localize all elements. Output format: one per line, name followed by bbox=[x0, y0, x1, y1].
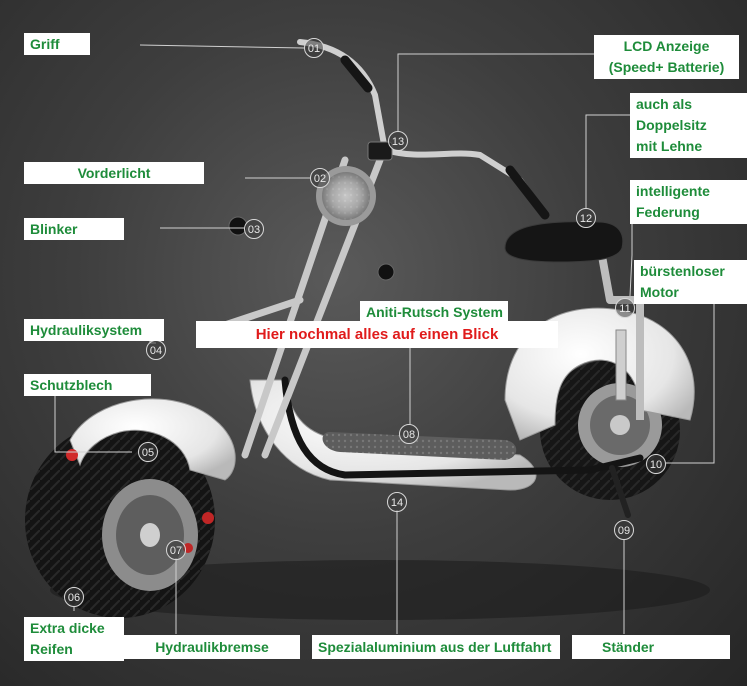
marker-10: 10 bbox=[646, 454, 666, 474]
front-fender bbox=[69, 398, 236, 481]
label-vorderlicht: Vorderlicht bbox=[24, 162, 204, 184]
label-lcd-line1: LCD Anzeige bbox=[623, 38, 710, 54]
label-anti-rutsch: Aniti-Rutsch System bbox=[360, 301, 508, 323]
lcd-display bbox=[367, 141, 393, 161]
marker-06: 06 bbox=[64, 587, 84, 607]
marker-01: 01 bbox=[304, 38, 324, 58]
brake-caliper-bottom bbox=[202, 512, 214, 524]
label-doppelsitz: auch als Doppelsitz mit Lehne bbox=[630, 93, 747, 158]
label-griff: Griff bbox=[24, 33, 90, 55]
label-reifen-line2: Reifen bbox=[30, 641, 73, 657]
marker-09: 09 bbox=[614, 520, 634, 540]
label-federung: intelligente Federung bbox=[630, 180, 747, 224]
marker-08: 08 bbox=[399, 424, 419, 444]
kickstand bbox=[609, 465, 631, 518]
label-doppelsitz-line3: mit Lehne bbox=[636, 138, 703, 154]
rear-shock bbox=[615, 329, 627, 401]
marker-02: 02 bbox=[310, 168, 330, 188]
banner-overview: Hier nochmal alles auf einen Blick bbox=[196, 321, 558, 348]
marker-13: 13 bbox=[388, 131, 408, 151]
seat bbox=[504, 221, 624, 263]
label-schutzblech: Schutzblech bbox=[24, 374, 151, 396]
headlight bbox=[316, 166, 376, 226]
marker-12: 12 bbox=[576, 208, 596, 228]
label-reifen-line1: Extra dicke bbox=[30, 620, 105, 636]
handlebar-grips bbox=[340, 55, 550, 220]
marker-11: 11 bbox=[615, 298, 635, 318]
marker-03: 03 bbox=[244, 219, 264, 239]
label-hydrauliksystem: Hydrauliksystem bbox=[24, 319, 164, 341]
brake-caliper-top bbox=[66, 449, 78, 461]
ground-shadow bbox=[50, 560, 710, 620]
floor-mat bbox=[322, 432, 517, 460]
marker-14: 14 bbox=[387, 492, 407, 512]
marker-05: 05 bbox=[138, 442, 158, 462]
marker-04: 04 bbox=[146, 340, 166, 360]
label-reifen: Extra dicke Reifen bbox=[24, 617, 124, 661]
label-staender: Ständer bbox=[572, 635, 730, 659]
label-blinker: Blinker bbox=[24, 218, 124, 240]
label-hydraulikbremse: Hydraulikbremse bbox=[124, 635, 300, 659]
label-lcd-anzeige: LCD Anzeige (Speed+ Batterie) bbox=[594, 35, 739, 79]
label-spezialaluminium: Spezialaluminium aus der Luftfahrt bbox=[312, 635, 560, 659]
front-wheel bbox=[25, 422, 215, 618]
label-motor-line2: Motor bbox=[640, 284, 679, 300]
label-federung-line1: intelligente bbox=[636, 183, 710, 199]
label-lcd-line2: (Speed+ Batterie) bbox=[608, 59, 725, 75]
marker-07: 07 bbox=[166, 540, 186, 560]
label-doppelsitz-line2: Doppelsitz bbox=[636, 117, 707, 133]
label-doppelsitz-line1: auch als bbox=[636, 96, 693, 112]
label-federung-line2: Federung bbox=[636, 204, 700, 220]
label-motor: bürstenloser Motor bbox=[634, 260, 747, 304]
blinker-right bbox=[377, 263, 395, 281]
label-motor-line1: bürstenloser bbox=[640, 263, 725, 279]
